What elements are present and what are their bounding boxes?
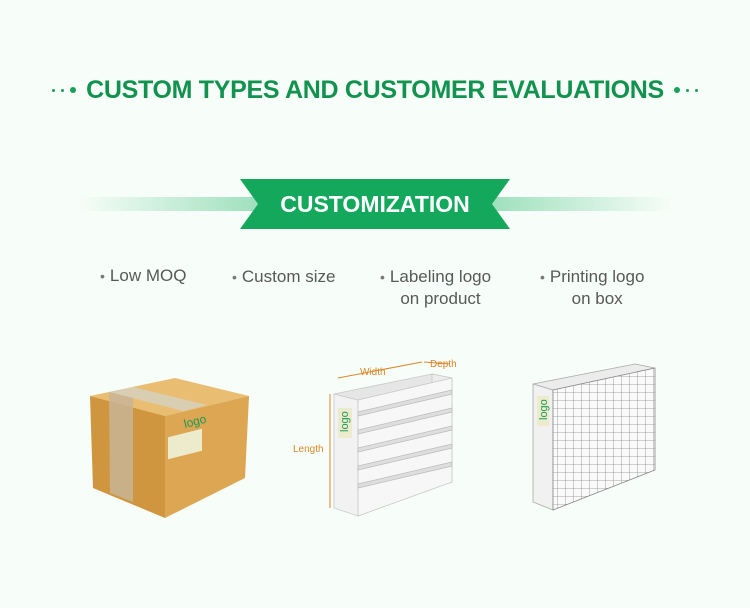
length-label: Length — [293, 444, 324, 455]
banner-label: CUSTOMIZATION — [280, 190, 470, 217]
feature-label: Custom size — [241, 267, 336, 286]
bullet-icon: • — [232, 269, 237, 285]
feature-custom-size: • Custom size — [232, 266, 335, 288]
grid-logo-text: logo — [538, 399, 550, 420]
section-header: CUSTOM TYPES AND CUSTOMER EVALUATIONS — [0, 72, 750, 108]
feature-low-moq: • Low MOQ — [100, 265, 186, 287]
banner-band-left — [78, 197, 258, 211]
feature-label-line2: on product — [400, 289, 481, 308]
bullet-icon: • — [100, 268, 105, 284]
left-dots-decoration — [52, 87, 77, 93]
page-title: CUSTOM TYPES AND CUSTOMER EVALUATIONS — [86, 75, 664, 104]
bullet-icon: • — [380, 269, 385, 285]
rack-logo-text: logo — [339, 411, 351, 432]
width-label: Width — [360, 367, 386, 378]
cardboard-box-illustration: logo — [90, 378, 249, 518]
depth-label: Depth — [430, 359, 457, 370]
banner-ribbon — [240, 179, 510, 229]
feature-label-line2: on box — [571, 289, 623, 308]
box-logo-text: logo — [182, 412, 208, 431]
feature-label: Labeling logo — [389, 267, 492, 286]
feature-label: Printing logo — [549, 267, 645, 286]
shelf-rack-illustration: Width Depth Length logo — [293, 359, 457, 517]
bullet-icon: • — [540, 269, 545, 285]
feature-labeling-logo: • Labeling logo on product — [380, 266, 491, 310]
feature-label: Low MOQ — [109, 266, 187, 285]
grid-box-illustration: logo — [532, 363, 656, 511]
right-dots-decoration — [673, 87, 698, 93]
feature-printing-logo: • Printing logo on box — [540, 266, 644, 310]
banner-band-right — [492, 197, 672, 211]
